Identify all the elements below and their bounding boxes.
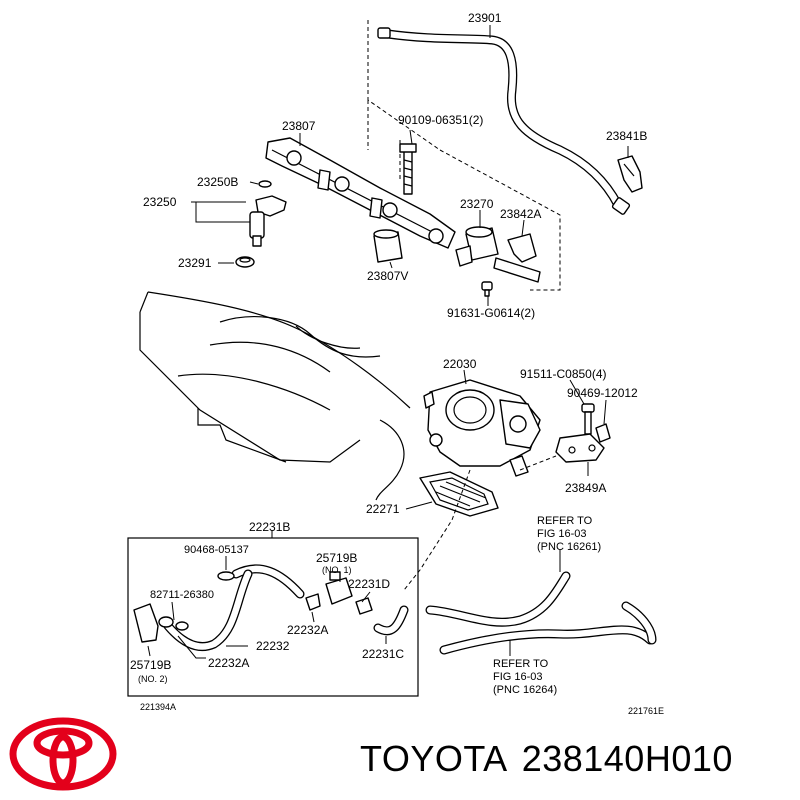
vsv-25719b-no1 — [325, 571, 353, 605]
gasket-22271 — [419, 471, 499, 517]
label-22231b: 22231B — [249, 520, 290, 534]
label-23250b: 23250B — [197, 175, 238, 189]
label-23807: 23807 — [282, 119, 316, 133]
clamp-90468 — [217, 571, 235, 581]
clamp-22232a-mid — [305, 593, 321, 611]
label-no2: (NO. 2) — [138, 674, 168, 684]
clamp-22231d — [355, 597, 373, 615]
brand-name: TOYOTA — [360, 738, 508, 779]
label-code-right: 221761E — [628, 706, 664, 716]
fuel-hose-23901 — [377, 27, 631, 215]
reference-hose-16261 — [425, 571, 571, 627]
label-23842a: 23842A — [500, 207, 541, 221]
label-22231d: 22231D — [348, 577, 390, 591]
label-25719b-bot: 25719B — [130, 658, 171, 672]
toyota-logo-icon — [9, 717, 117, 791]
hose-set-box — [127, 537, 419, 697]
pressure-regulator-23270 — [455, 226, 541, 283]
label-code-left: 221394A — [140, 702, 176, 712]
label-no1: (NO. 1) — [322, 565, 352, 575]
vsv-25719b-no2 — [133, 603, 159, 643]
label-90468: 90468-05137 — [184, 544, 249, 556]
label-90109: 90109-06351(2) — [398, 113, 483, 127]
label-22271: 22271 — [366, 502, 400, 516]
label-23250: 23250 — [143, 195, 177, 209]
bracket-23849a — [555, 433, 605, 463]
label-22231c: 22231C — [362, 647, 404, 661]
engine-outline — [139, 291, 411, 501]
label-82711: 82711-26380 — [150, 589, 214, 601]
label-23807v: 23807V — [367, 269, 408, 283]
bolt-91511 — [581, 403, 595, 435]
part-number: 238140H010 — [521, 738, 733, 779]
label-91631: 91631-G0614(2) — [447, 306, 535, 320]
injector-23250 — [249, 180, 287, 247]
spacer-23807v — [373, 229, 403, 263]
label-23901: 23901 — [468, 11, 502, 25]
ref1-line2: FIG 16-03 — [537, 528, 587, 540]
filter-82711 — [158, 616, 189, 631]
insulator-23291 — [235, 256, 255, 268]
ref1-line1: REFER TO — [537, 515, 593, 527]
ref1-line3: (PNC 16261) — [537, 541, 601, 553]
label-23291: 23291 — [178, 256, 212, 270]
label-23841b: 23841B — [606, 129, 647, 143]
label-22232a-mid: 22232A — [287, 623, 328, 637]
vacuum-hose-assembly — [163, 564, 409, 652]
ref2-line2: FIG 16-03 — [493, 671, 543, 683]
label-91511: 91511-C0850(4) — [520, 367, 607, 381]
clamp-23841b — [617, 155, 643, 193]
throttle-body-22030 — [423, 379, 541, 477]
label-23849a: 23849A — [565, 481, 606, 495]
fuel-delivery-pipe-23807 — [265, 137, 456, 249]
bolt-90109 — [399, 143, 417, 195]
label-22232a-bot: 22232A — [208, 656, 249, 670]
bolt-91631 — [481, 281, 493, 297]
label-23270: 23270 — [460, 197, 494, 211]
label-22030: 22030 — [443, 357, 477, 371]
clamp-23842a — [507, 233, 537, 263]
label-90469: 90469-12012 — [567, 386, 638, 400]
clip-90469 — [595, 423, 611, 443]
footer-caption: TOYOTA 238140H010 — [360, 738, 747, 780]
ref2-line3: (PNC 16264) — [493, 684, 557, 696]
reference-hose-16264 — [439, 601, 657, 655]
label-22232: 22232 — [256, 639, 290, 653]
ref2-line1: REFER TO — [493, 658, 549, 670]
label-25719b-top: 25719B — [316, 551, 357, 565]
